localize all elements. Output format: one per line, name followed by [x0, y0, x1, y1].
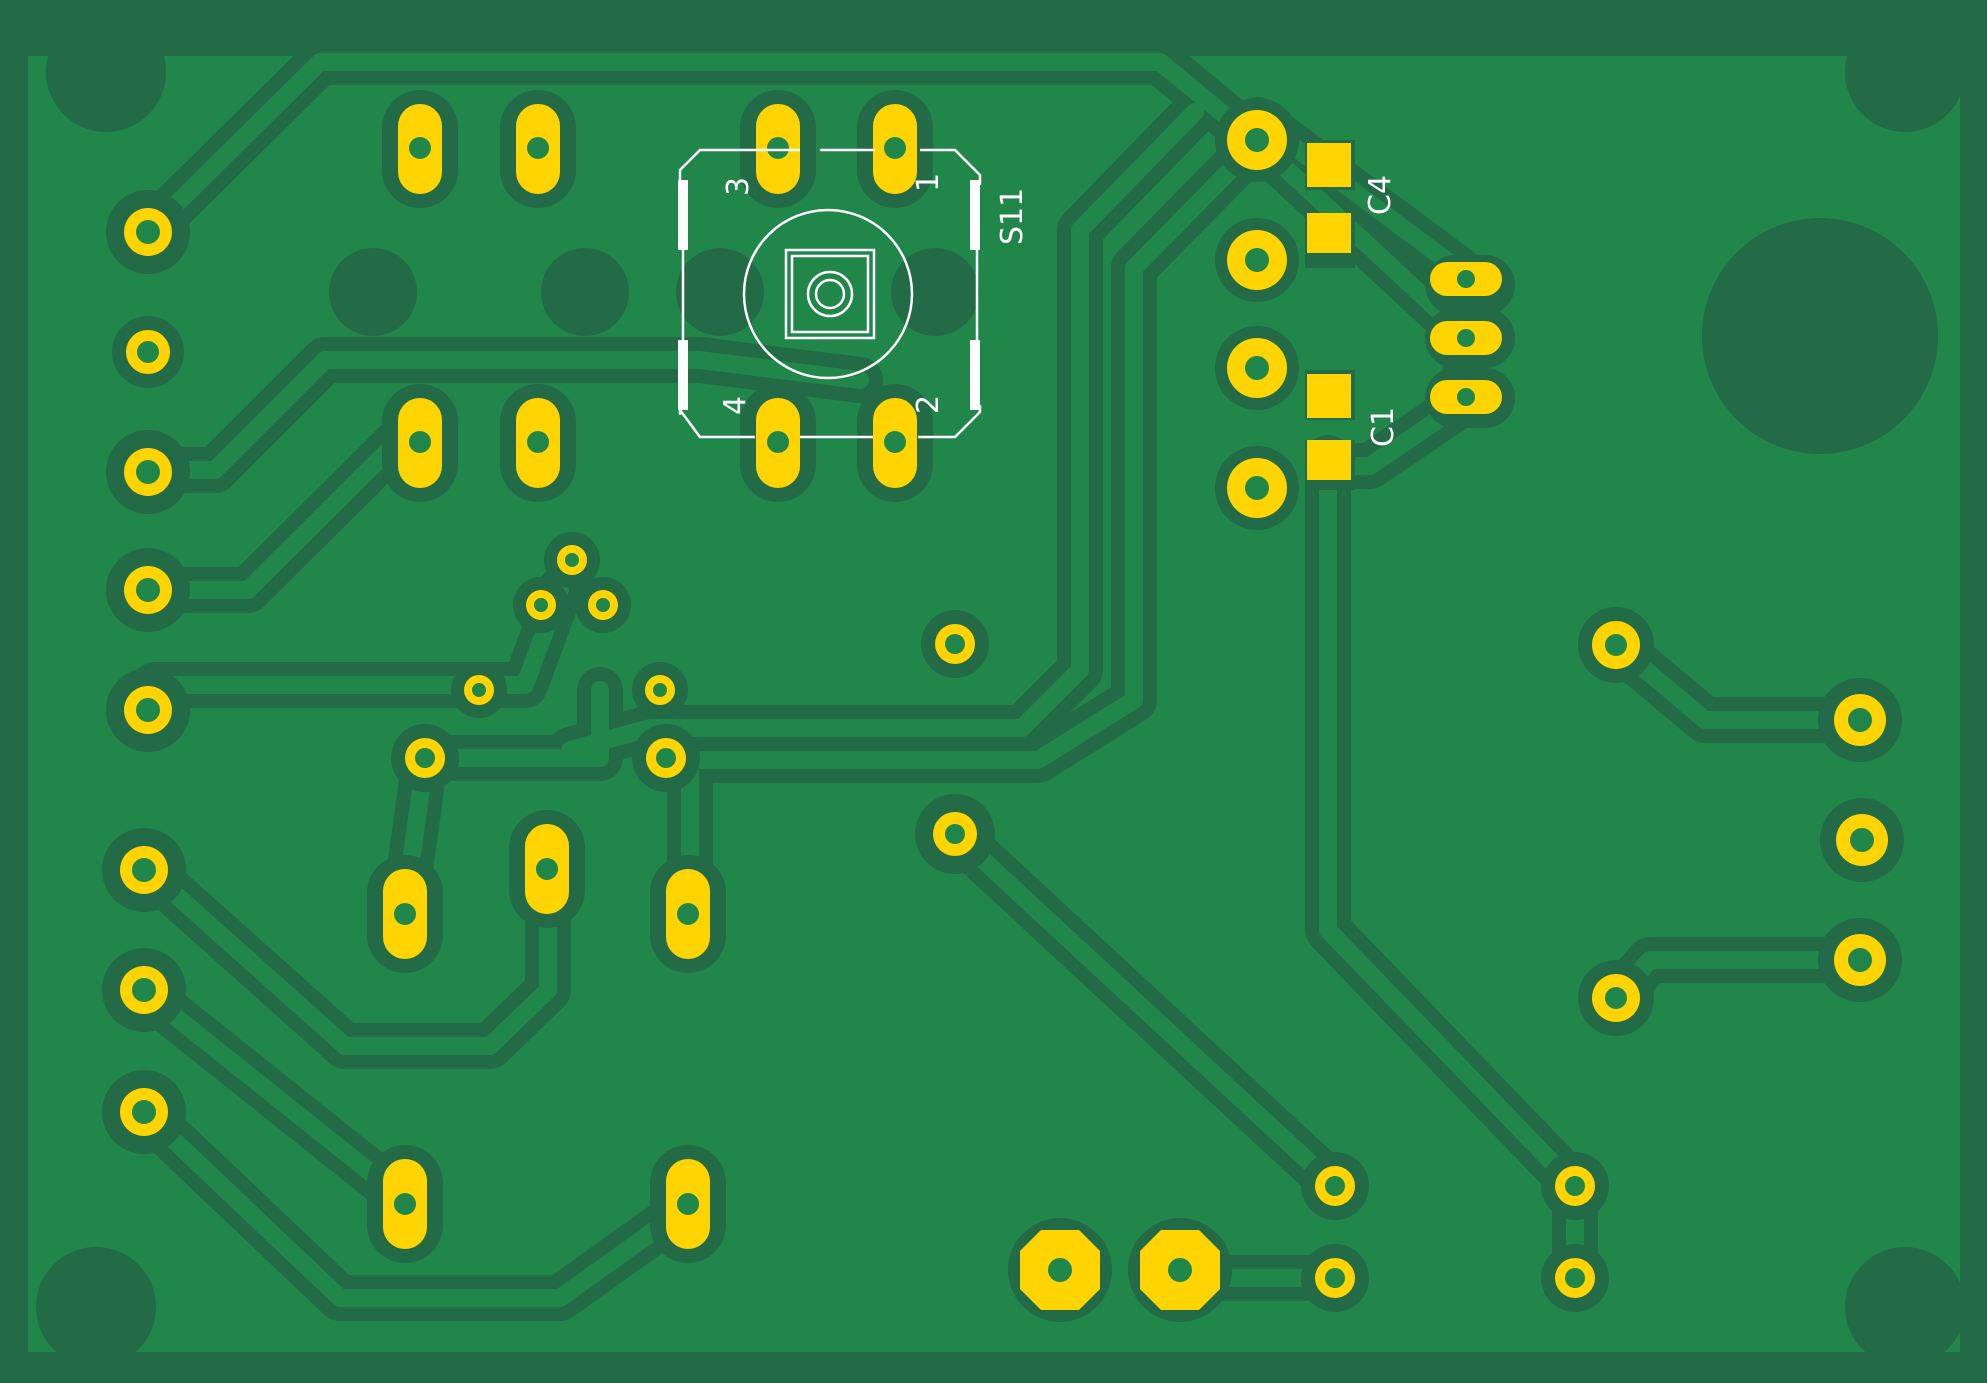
s11-pin4-label: 4 [718, 396, 753, 415]
drill-holes [132, 128, 1874, 1288]
pad-c1-1 [1307, 374, 1351, 418]
encoder-shaft-square [784, 248, 876, 340]
keepout-1 [329, 248, 417, 336]
pad-c1-2 [1307, 440, 1351, 480]
c1-ref-label: C1 [1366, 407, 1401, 447]
s11-side-tabs [678, 180, 980, 410]
mounting-holes [36, 12, 1965, 1367]
s11-ref-label: S11 [995, 188, 1030, 245]
s11-pin3-label: 3 [721, 177, 756, 196]
c4-ref-label: C4 [1363, 175, 1398, 215]
mounting-hole-top-right [1845, 12, 1965, 132]
mounting-hole-top-left [46, 12, 166, 132]
mounting-hole-bottom-left [36, 1247, 156, 1367]
s11-pin2-label: 2 [911, 395, 946, 414]
s11-pin1-label: 1 [911, 173, 946, 192]
keepout-2 [541, 248, 629, 336]
encoder-body-outline [742, 208, 914, 380]
silkscreen-labels: S11 1 3 4 2 C4 C1 [718, 173, 1401, 447]
mounting-hole-large [1702, 218, 1938, 454]
pad-c4-1 [1307, 143, 1351, 187]
mounting-hole-bottom-right [1845, 1247, 1965, 1367]
keepout-3 [676, 248, 764, 336]
keepout-4 [891, 248, 979, 336]
pad-c4-2 [1307, 213, 1351, 253]
